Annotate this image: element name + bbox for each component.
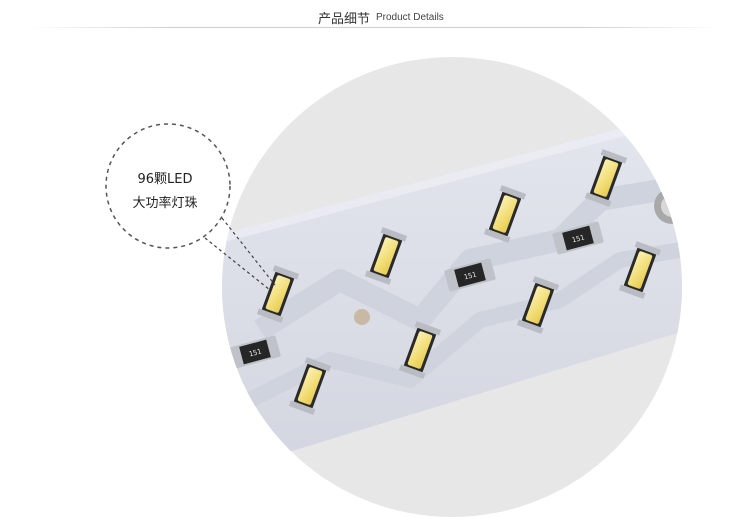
section-subtitle: Product Details bbox=[376, 12, 444, 23]
header: 产品细节 Product Details bbox=[0, 0, 750, 30]
resistor-code: 151 bbox=[463, 270, 477, 281]
callout-leader bbox=[204, 237, 271, 291]
resistor-code: 151 bbox=[571, 233, 585, 244]
resistor: 151 bbox=[551, 221, 605, 255]
header-divider bbox=[30, 27, 720, 28]
mounting-hole bbox=[354, 309, 370, 325]
callout-led-count: 96颗LED bbox=[137, 172, 193, 187]
resistor: 151 bbox=[228, 335, 282, 369]
screw bbox=[654, 188, 682, 224]
callout-led-type: 大功率灯珠 bbox=[132, 196, 198, 211]
resistor-code: 151 bbox=[248, 347, 262, 358]
callout-bubble bbox=[105, 123, 231, 249]
resistor: 151 bbox=[443, 258, 497, 292]
section-title: 产品细节 bbox=[318, 12, 371, 27]
